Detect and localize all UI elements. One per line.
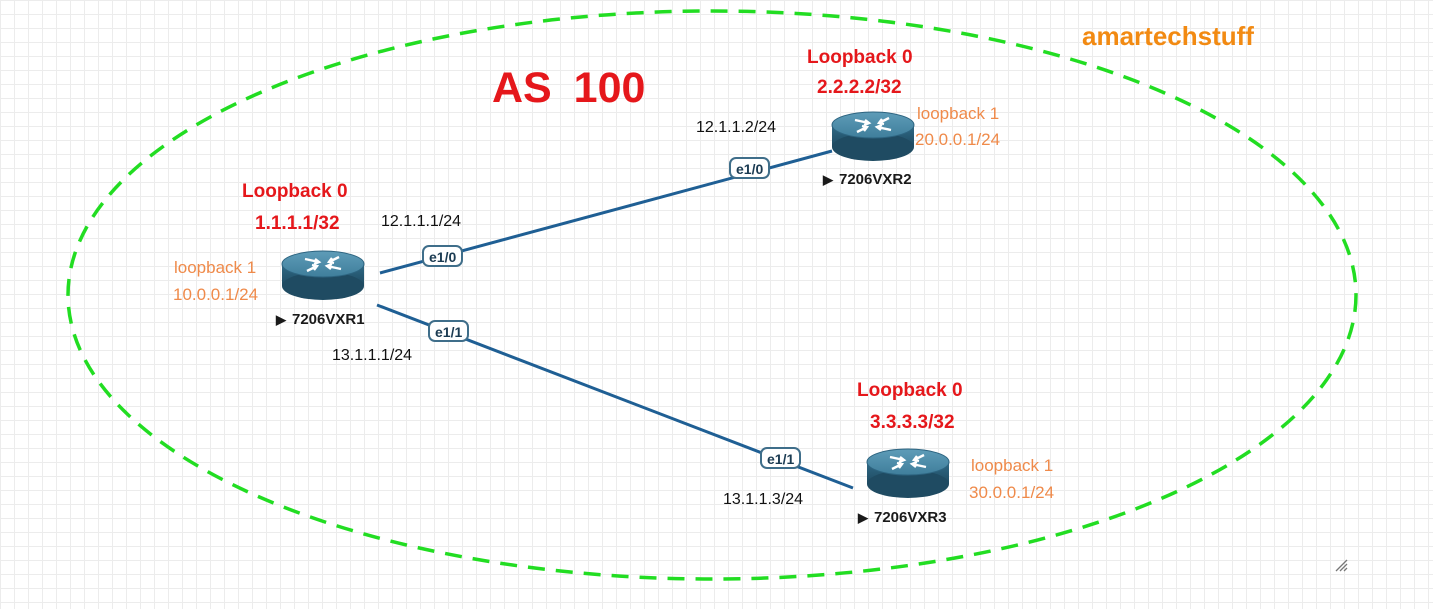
r2-loopback1-ip: 20.0.0.1/24 [915, 130, 1001, 149]
play-triangle-icon: ▶ [823, 172, 833, 187]
r2-loopback1-label: loopback 1 [917, 104, 1000, 123]
r3-e1-1-ip: 13.1.1.3/24 [723, 491, 804, 508]
r3-name: 7206VXR3 [874, 509, 947, 526]
r1-e1-0-badge[interactable]: e1/0 [422, 245, 464, 267]
resize-grip-icon[interactable] [1334, 558, 1348, 572]
r1-loopback1-label: loopback 1 [174, 258, 257, 277]
r3-loopback1-ip: 30.0.0.1/24 [969, 483, 1055, 502]
r1-e1-1-ip: 13.1.1.1/24 [332, 347, 413, 364]
r3-e1-1-badge[interactable]: e1/1 [760, 447, 802, 469]
play-triangle-icon: ▶ [858, 510, 868, 525]
r1-name: 7206VXR1 [292, 311, 365, 328]
r2-loopback0-label: Loopback 0 [807, 47, 913, 68]
r1-loopback1-ip: 10.0.0.1/24 [173, 285, 259, 304]
play-triangle-icon: ▶ [276, 312, 286, 327]
r1-e1-1-badge[interactable]: e1/1 [428, 320, 470, 342]
r3-loopback1-label: loopback 1 [971, 456, 1054, 475]
router-icon[interactable] [281, 250, 365, 304]
r2-loopback0-ip: 2.2.2.2/32 [817, 77, 902, 98]
brand-label: amartechstuff [1082, 21, 1254, 51]
router-icon[interactable] [831, 111, 915, 165]
r2-e1-0-ip: 12.1.1.2/24 [696, 119, 777, 136]
as-boundary-ellipse [66, 9, 1358, 581]
r2-node-label[interactable]: ▶ 7206VXR2 [823, 171, 912, 188]
r1-e1-0-ip: 12.1.1.1/24 [381, 213, 462, 230]
as-label: AS 100 [492, 64, 646, 112]
r1-loopback0-ip: 1.1.1.1/32 [255, 213, 340, 234]
r3-loopback0-ip: 3.3.3.3/32 [870, 412, 955, 433]
router-icon[interactable] [866, 448, 950, 502]
r1-loopback0-label: Loopback 0 [242, 181, 348, 202]
r3-node-label[interactable]: ▶ 7206VXR3 [858, 509, 947, 526]
r1-node-label[interactable]: ▶ 7206VXR1 [276, 311, 365, 328]
r2-name: 7206VXR2 [839, 171, 912, 188]
r2-e1-0-badge[interactable]: e1/0 [729, 157, 771, 179]
r3-loopback0-label: Loopback 0 [857, 380, 963, 401]
